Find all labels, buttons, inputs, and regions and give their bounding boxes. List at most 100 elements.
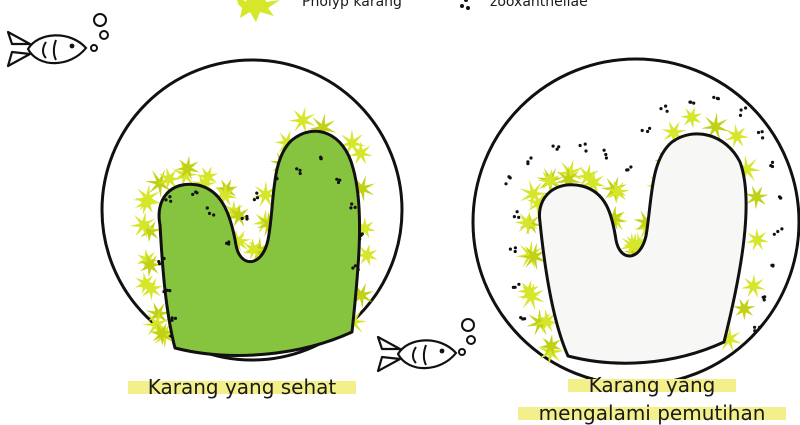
zooxanthella-dot: [771, 161, 774, 164]
bleached-caption: Karang yang mengalami pemutihan: [518, 373, 786, 425]
zooxanthella-dot: [174, 317, 177, 320]
zooxanthella-dot: [350, 202, 353, 205]
zooxanthella-dot: [604, 153, 607, 156]
zooxanthella-dot: [648, 127, 651, 130]
zooxanthella-dot: [206, 206, 209, 209]
zooxanthella-dot: [776, 230, 779, 233]
healthy-caption-line-1: Karang yang sehat: [148, 375, 337, 399]
zooxanthella-dot: [717, 97, 720, 100]
zooxanthella-dot: [758, 326, 761, 329]
fish-icon-top: [8, 32, 86, 66]
zooxanthella-dot: [162, 290, 165, 293]
zooxanthella-dot: [354, 264, 357, 267]
zooxanthella-dot: [641, 129, 644, 132]
zooxanthella-dot: [744, 106, 747, 109]
zooxanthella-dot: [354, 206, 357, 209]
zooxanthella-dot: [298, 169, 301, 172]
zooxanthella-dot: [359, 234, 362, 237]
zooxanthella-dot: [780, 227, 783, 230]
zooxanthella-dot: [358, 237, 361, 240]
zooxanthella-dot: [757, 131, 760, 134]
zooxanthella-dot: [504, 182, 507, 185]
zooxanthella-dot: [526, 160, 529, 163]
zooxanthella-dot: [295, 167, 298, 170]
zooxanthella-dot: [629, 165, 632, 168]
zooxanthella-dot: [164, 198, 167, 201]
legend: Pholyp karang zooxanthellae: [228, 0, 588, 22]
zooxanthella-dot: [557, 145, 560, 148]
zooxanthella-dot: [763, 295, 766, 298]
zooxanthella-dot: [509, 248, 512, 251]
bleached-caption-line-2: mengalami pemutihan: [539, 401, 766, 425]
zooxanthella-dot: [168, 289, 171, 292]
zooxanthella-dot: [692, 102, 695, 105]
fish-icon-bottom: [378, 337, 456, 371]
zooxanthella-dot: [761, 130, 764, 133]
zooxanthella-dot: [208, 212, 211, 215]
zooxanthella-dot: [773, 233, 776, 236]
zooxanthella-dot: [517, 216, 520, 219]
zooxanthella-dot: [299, 172, 302, 175]
zooxanthella-dot: [241, 217, 244, 220]
zooxanthella-dot: [584, 149, 587, 152]
zooxanthella-dot: [517, 283, 520, 286]
zooxanthella-dot: [605, 156, 608, 159]
zooxanthella-dot: [516, 210, 519, 213]
zooxanthella-dot: [646, 130, 649, 133]
zooxanthella-dot: [584, 143, 587, 146]
zooxanthella-dot: [689, 101, 692, 104]
zooxanthellae-legend-icon: [460, 0, 470, 10]
zooxanthella-dot: [256, 196, 259, 199]
zooxanthella-dot: [625, 168, 628, 171]
bubbles-bottom: [459, 319, 475, 355]
zooxanthella-dot: [519, 316, 522, 319]
zooxanthella-dot: [319, 157, 322, 160]
zooxanthella-dot: [514, 246, 517, 249]
zooxanthella-dot: [514, 250, 517, 253]
bubbles-top: [91, 14, 108, 51]
zooxanthella-dot: [168, 195, 171, 198]
zooxanthella-dot: [753, 329, 756, 332]
zooxanthella-dot: [659, 107, 662, 110]
zooxanthella-dot: [761, 136, 764, 139]
zooxanthella-dot: [778, 195, 781, 198]
zooxanthella-dot: [529, 156, 532, 159]
zooxanthella-dot: [212, 213, 215, 216]
zooxanthella-dot: [349, 206, 352, 209]
zooxanthella-dot: [771, 165, 774, 168]
zooxanthella-dot: [664, 105, 667, 108]
zooxanthella-dot: [351, 266, 354, 269]
zooxanthella-dot: [255, 192, 258, 195]
polyp-legend-icon: [228, 0, 280, 22]
zooxanthella-dot: [739, 114, 742, 117]
zooxanthella-dot: [666, 110, 669, 113]
zooxanthella-dot: [191, 193, 194, 196]
zooxanthella-dot: [357, 268, 360, 271]
zooxanthella-dot: [335, 178, 338, 181]
zooxanthella-dot: [157, 260, 160, 263]
zooxanthella-dot: [712, 96, 715, 99]
healthy-caption: Karang yang sehat: [128, 375, 356, 399]
bleached-caption-line-1: Karang yang: [589, 373, 716, 397]
zooxanthella-dot: [338, 179, 341, 182]
zooxanthella-dot: [169, 200, 172, 203]
zooxanthella-dot: [552, 145, 555, 148]
healthy-coral-panel: [102, 60, 402, 360]
zooxanthella-dot: [579, 144, 582, 147]
zooxanthellae-legend-label: zooxanthellae: [490, 0, 588, 10]
zooxanthella-dot: [509, 176, 512, 179]
zooxanthella-dot: [763, 298, 766, 301]
zooxanthella-dot: [253, 198, 256, 201]
bleached-coral-panel: [473, 59, 799, 385]
zooxanthella-dot: [512, 286, 515, 289]
zooxanthella-dot: [275, 177, 278, 180]
zooxanthella-dot: [171, 319, 174, 322]
zooxanthella-dot: [603, 149, 606, 152]
zooxanthella-dot: [753, 326, 756, 329]
zooxanthella-dot: [163, 257, 166, 260]
polyp-legend-label: Pholyp karang: [302, 0, 402, 10]
zooxanthella-dot: [513, 215, 516, 218]
zooxanthella-dot: [245, 217, 248, 220]
zooxanthella-dot: [195, 191, 198, 194]
